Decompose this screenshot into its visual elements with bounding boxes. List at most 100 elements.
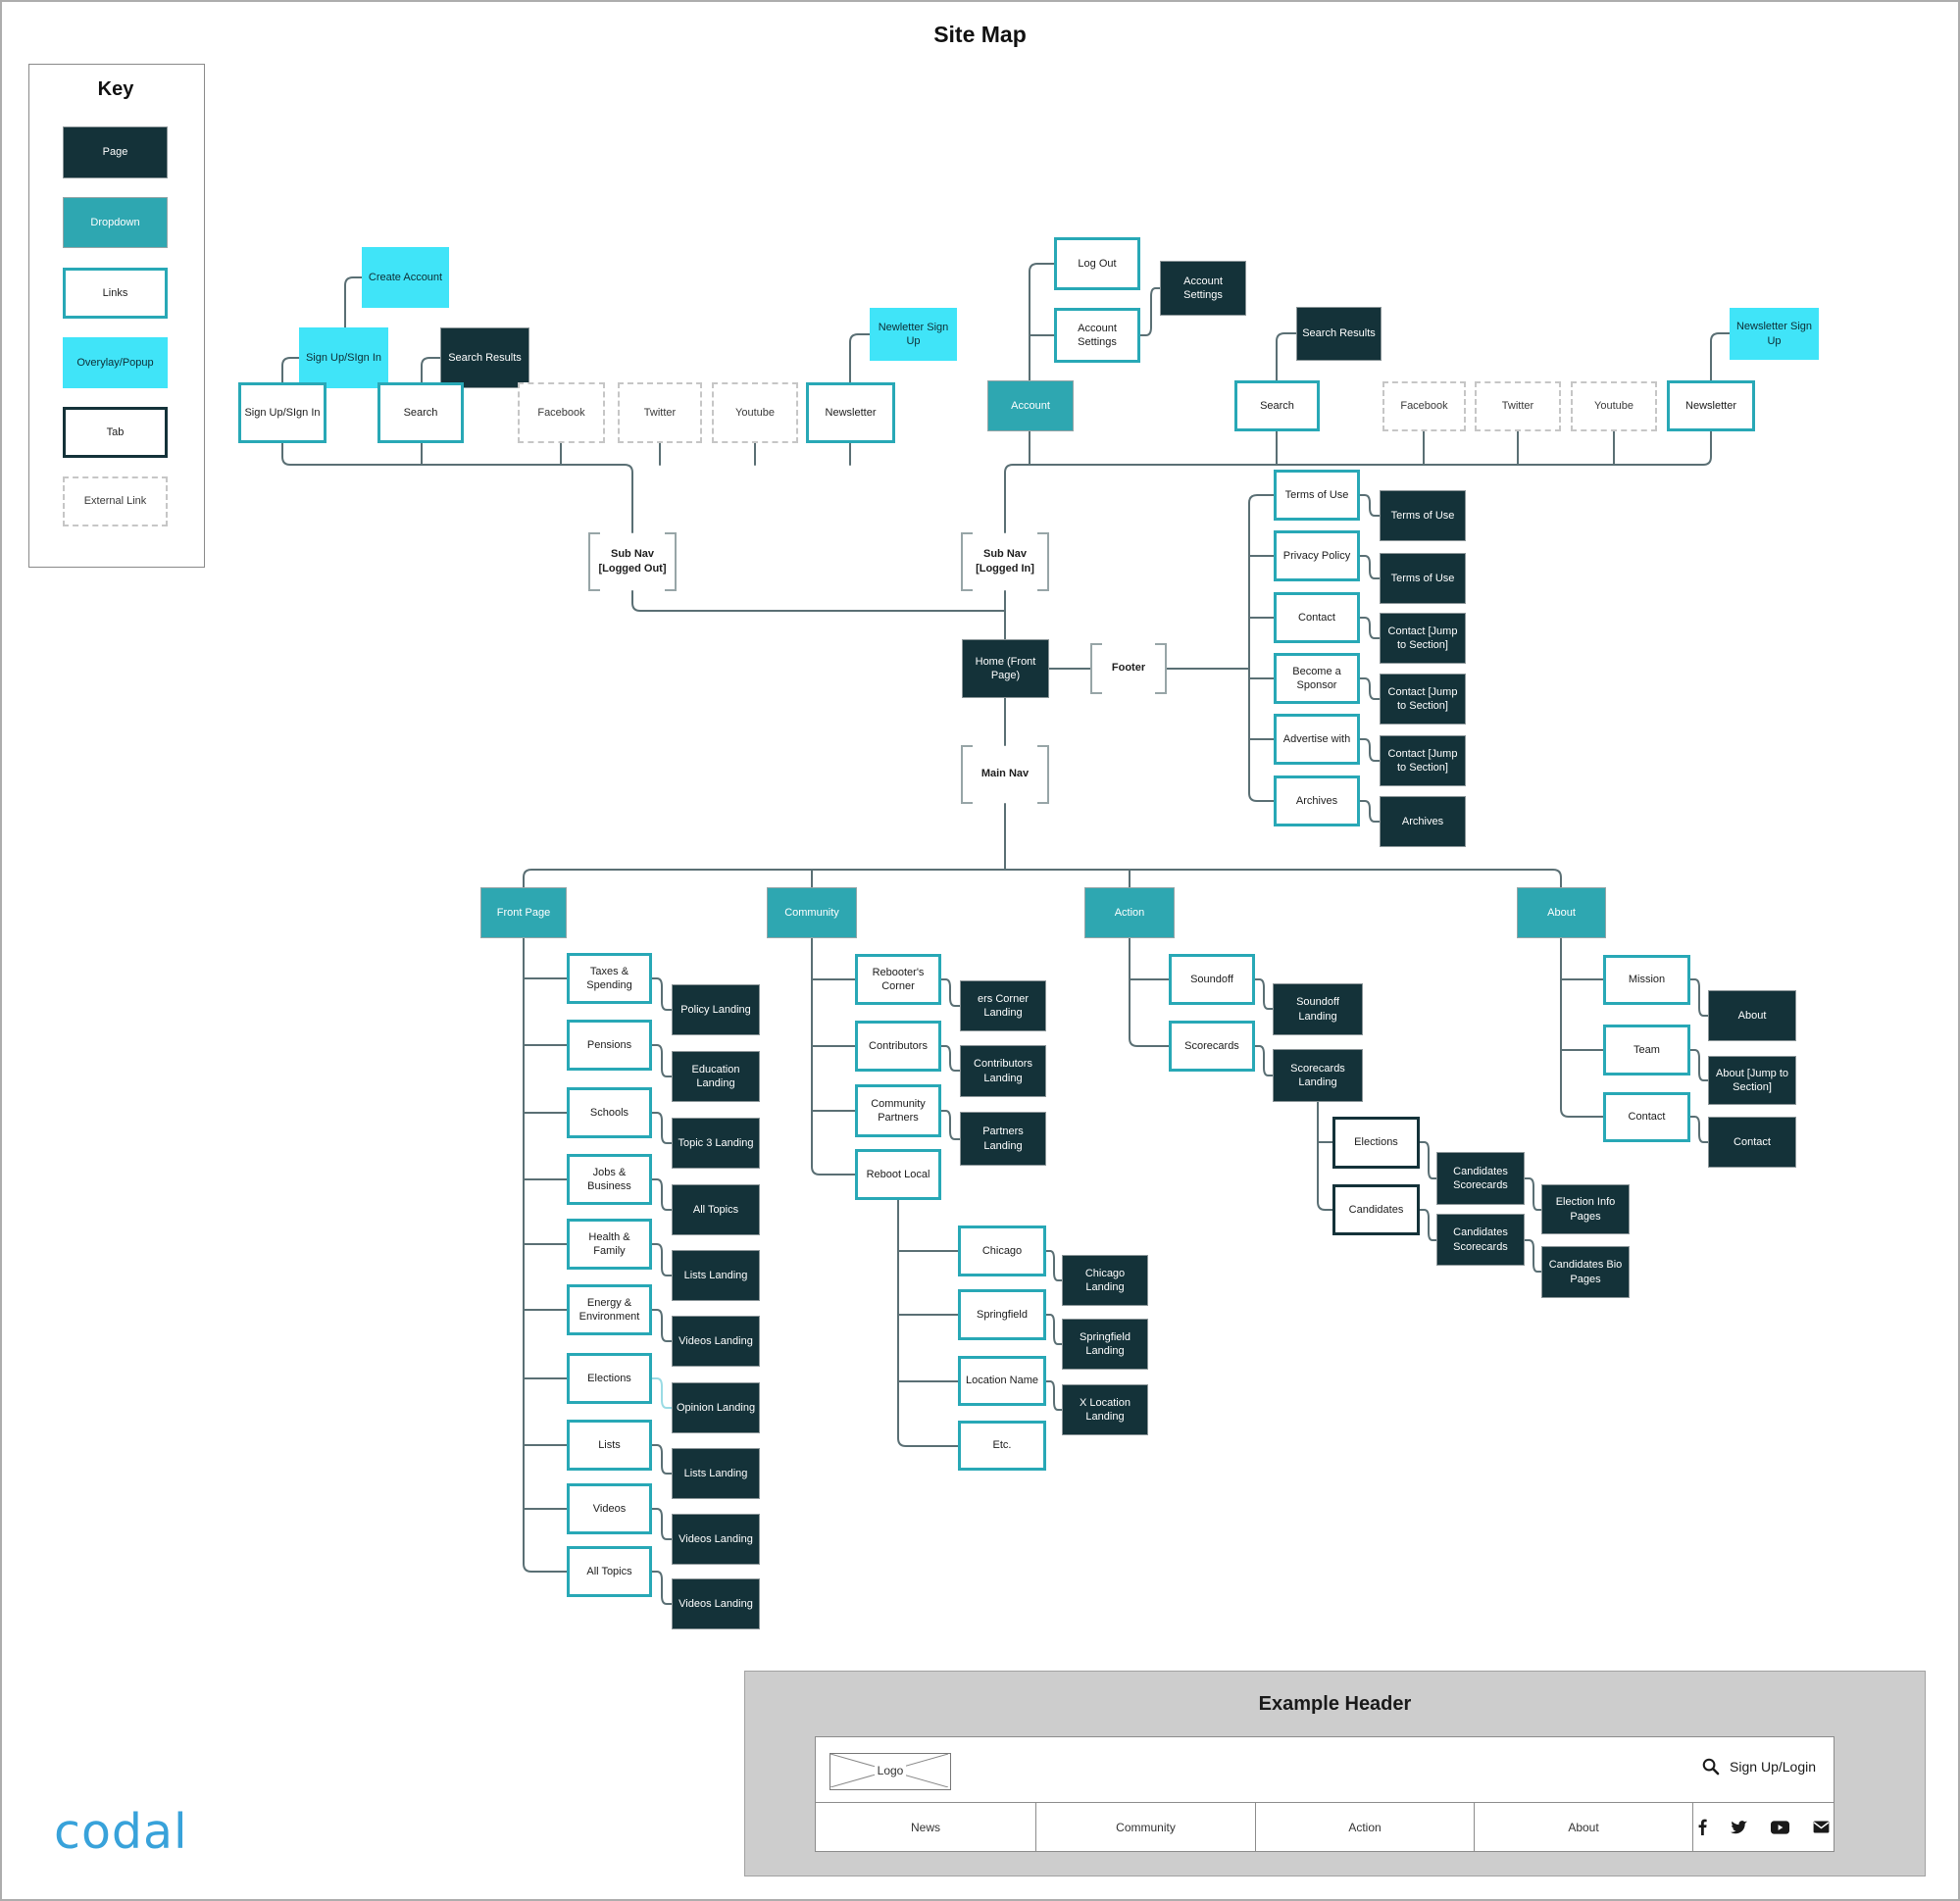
node-cml-ers-corner: ers Corner Landing [960, 980, 1046, 1031]
node-footer-advertise: Advertise with [1274, 714, 1360, 765]
node-acl-candidates-scorecards-2: Candidates Scorecards [1436, 1214, 1525, 1266]
node-footer-archives: Archives [1274, 775, 1360, 826]
key-swatch-external-link: External Link [63, 476, 168, 526]
logo-placeholder: Logo [829, 1753, 951, 1790]
node-fpl-videos2: Videos Landing [672, 1514, 760, 1565]
logo-label: Logo [830, 1764, 950, 1777]
example-header-title: Example Header [1258, 1693, 1412, 1715]
node-fp-pensions: Pensions [567, 1020, 652, 1071]
node-rl-chicago: Chicago [958, 1226, 1046, 1276]
node-cml-partners: Partners Landing [960, 1112, 1046, 1166]
node-search-results-loggedin: Search Results [1296, 307, 1382, 361]
node-rll-chicago: Chicago Landing [1062, 1255, 1148, 1306]
node-abl-about: About [1708, 990, 1796, 1041]
node-fpl-videos: Videos Landing [672, 1316, 760, 1367]
node-acl-soundoff-landing: Soundoff Landing [1273, 983, 1363, 1035]
signup-login-label: Sign Up/Login [1730, 1758, 1816, 1775]
node-fpl-topic3: Topic 3 Landing [672, 1118, 760, 1169]
node-acl-candidates-bio: Candidates Bio Pages [1541, 1246, 1630, 1298]
node-nav-front-page: Front Page [480, 887, 567, 938]
node-terms-page-1: Terms of Use [1380, 490, 1466, 541]
node-fpl-education: Education Landing [672, 1051, 760, 1102]
node-log-out: Log Out [1054, 237, 1140, 290]
node-contact-jump-1: Contact [Jump to Section] [1380, 613, 1466, 664]
node-home-front-page: Home (Front Page) [962, 639, 1049, 698]
node-rll-xlocation: X Location Landing [1062, 1384, 1148, 1435]
node-fpl-videos3: Videos Landing [672, 1578, 760, 1629]
node-terms-page-2: Terms of Use [1380, 553, 1466, 604]
node-rl-springfield: Springfield [958, 1289, 1046, 1340]
node-ac-scorecards: Scorecards [1169, 1021, 1255, 1072]
node-fp-schools: Schools [567, 1087, 652, 1138]
node-abl-contact: Contact [1708, 1117, 1796, 1168]
bracket-main-nav: Main Nav [961, 745, 1049, 804]
node-account-settings-page: Account Settings [1160, 261, 1246, 316]
key-swatch-tab: Tab [63, 407, 168, 458]
node-footer-privacy: Privacy Policy [1274, 530, 1360, 581]
node-fpl-all-topics: All Topics [672, 1184, 760, 1235]
node-ac-candidates-tab: Candidates [1332, 1184, 1420, 1235]
example-header-nav: News Community Action About [816, 1802, 1834, 1851]
node-fp-all-topics: All Topics [567, 1546, 652, 1597]
node-nav-action: Action [1084, 887, 1175, 938]
node-rll-springfield: Springfield Landing [1062, 1319, 1148, 1370]
node-signup-link: Sign Up/SIgn In [238, 382, 327, 443]
key-swatch-page: Page [63, 126, 168, 178]
node-ab-contact: Contact [1603, 1092, 1690, 1142]
email-icon [1813, 1821, 1829, 1833]
bracket-subnav-logged-out: Sub Nav [Logged Out] [588, 532, 677, 591]
codal-logo: codal [54, 1804, 188, 1860]
youtube-icon [1770, 1820, 1789, 1834]
node-rl-location: Location Name [958, 1356, 1046, 1406]
bracket-subnav-logged-in: Sub Nav [Logged In] [961, 532, 1049, 591]
node-fpl-opinion: Opinion Landing [672, 1382, 760, 1433]
node-search-results-loggedout: Search Results [440, 327, 529, 388]
node-fp-health: Health & Family [567, 1219, 652, 1270]
page-title: Site Map [933, 22, 1027, 47]
node-acl-election-info: Election Info Pages [1541, 1184, 1630, 1234]
key-swatch-overlay-popup: Overylay/Popup [63, 337, 168, 388]
node-facebook-loggedin: Facebook [1382, 381, 1466, 431]
node-facebook-loggedout: Facebook [518, 382, 605, 443]
twitter-icon [1730, 1820, 1747, 1833]
node-fp-elections: Elections [567, 1353, 652, 1404]
node-fp-taxes: Taxes & Spending [567, 953, 652, 1004]
node-newsletter-signup-loggedin: Newsletter Sign Up [1730, 308, 1819, 360]
node-acl-scorecards-landing: Scorecards Landing [1273, 1049, 1363, 1102]
node-fp-lists: Lists [567, 1420, 652, 1471]
node-search-loggedout: Search [377, 382, 464, 443]
bracket-footer: Footer [1090, 643, 1167, 694]
key-swatch-dropdown: Dropdown [63, 197, 168, 248]
node-newsletter-loggedin: Newsletter [1667, 380, 1755, 431]
nav-cell-action: Action [1256, 1803, 1475, 1851]
node-fpl-policy: Policy Landing [672, 984, 760, 1035]
node-fp-energy: Energy & Environment [567, 1284, 652, 1335]
node-fp-jobs: Jobs & Business [567, 1154, 652, 1205]
node-cml-contributors: Contributors Landing [960, 1045, 1046, 1097]
facebook-icon [1698, 1819, 1707, 1835]
node-account-dropdown: Account [987, 380, 1074, 431]
node-fpl-lists: Lists Landing [672, 1250, 760, 1301]
node-ab-team: Team [1603, 1025, 1690, 1076]
node-cm-reboot-local: Reboot Local [855, 1149, 941, 1200]
node-ab-mission: Mission [1603, 955, 1690, 1005]
key-title: Key [97, 78, 134, 100]
node-footer-terms: Terms of Use [1274, 470, 1360, 521]
node-newsletter-loggedout: Newsletter [806, 382, 895, 443]
nav-cell-community: Community [1036, 1803, 1256, 1851]
node-search-loggedin: Search [1234, 380, 1320, 431]
node-ac-elections-tab: Elections [1332, 1117, 1420, 1169]
node-youtube-loggedout: Youtube [712, 382, 798, 443]
example-header-panel: Example Header Logo Sign Up/Login News C… [744, 1671, 1926, 1876]
signup-login: Sign Up/Login [1701, 1757, 1816, 1776]
node-contact-jump-3: Contact [Jump to Section] [1380, 735, 1466, 786]
nav-cell-news: News [816, 1803, 1036, 1851]
node-ac-soundoff: Soundoff [1169, 954, 1255, 1005]
node-signup-popup: Sign Up/SIgn In [299, 327, 388, 388]
node-fpl-lists2: Lists Landing [672, 1448, 760, 1499]
search-icon [1702, 1758, 1720, 1776]
node-archives-page: Archives [1380, 796, 1466, 847]
example-header-bar: Logo Sign Up/Login News Community Action… [815, 1736, 1834, 1852]
